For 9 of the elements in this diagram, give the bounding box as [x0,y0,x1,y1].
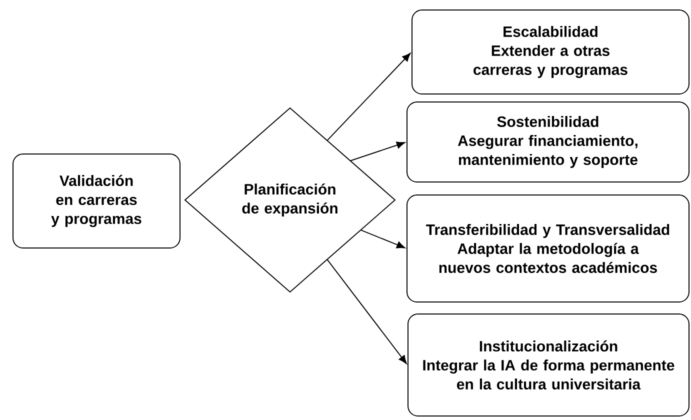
process-box: Sostenibilidad Asegurar financiamiento, mantenimiento y soporte [406,102,690,182]
arrow [350,142,406,162]
arrow [326,259,407,364]
process-box: Institucionalización Integrar la IA de forma permanente en la cultura universitaria [408,314,690,416]
arrow [360,230,406,248]
process-box: Escalabilidad Extender a otras carreras y programas [412,10,690,94]
process-box: Validación en carreras y programas [12,154,180,248]
arrow [326,52,411,141]
process-box: Transferibilidad y Transversalidad Adaptar la metodología a nuevos contextos académicos [406,194,690,302]
